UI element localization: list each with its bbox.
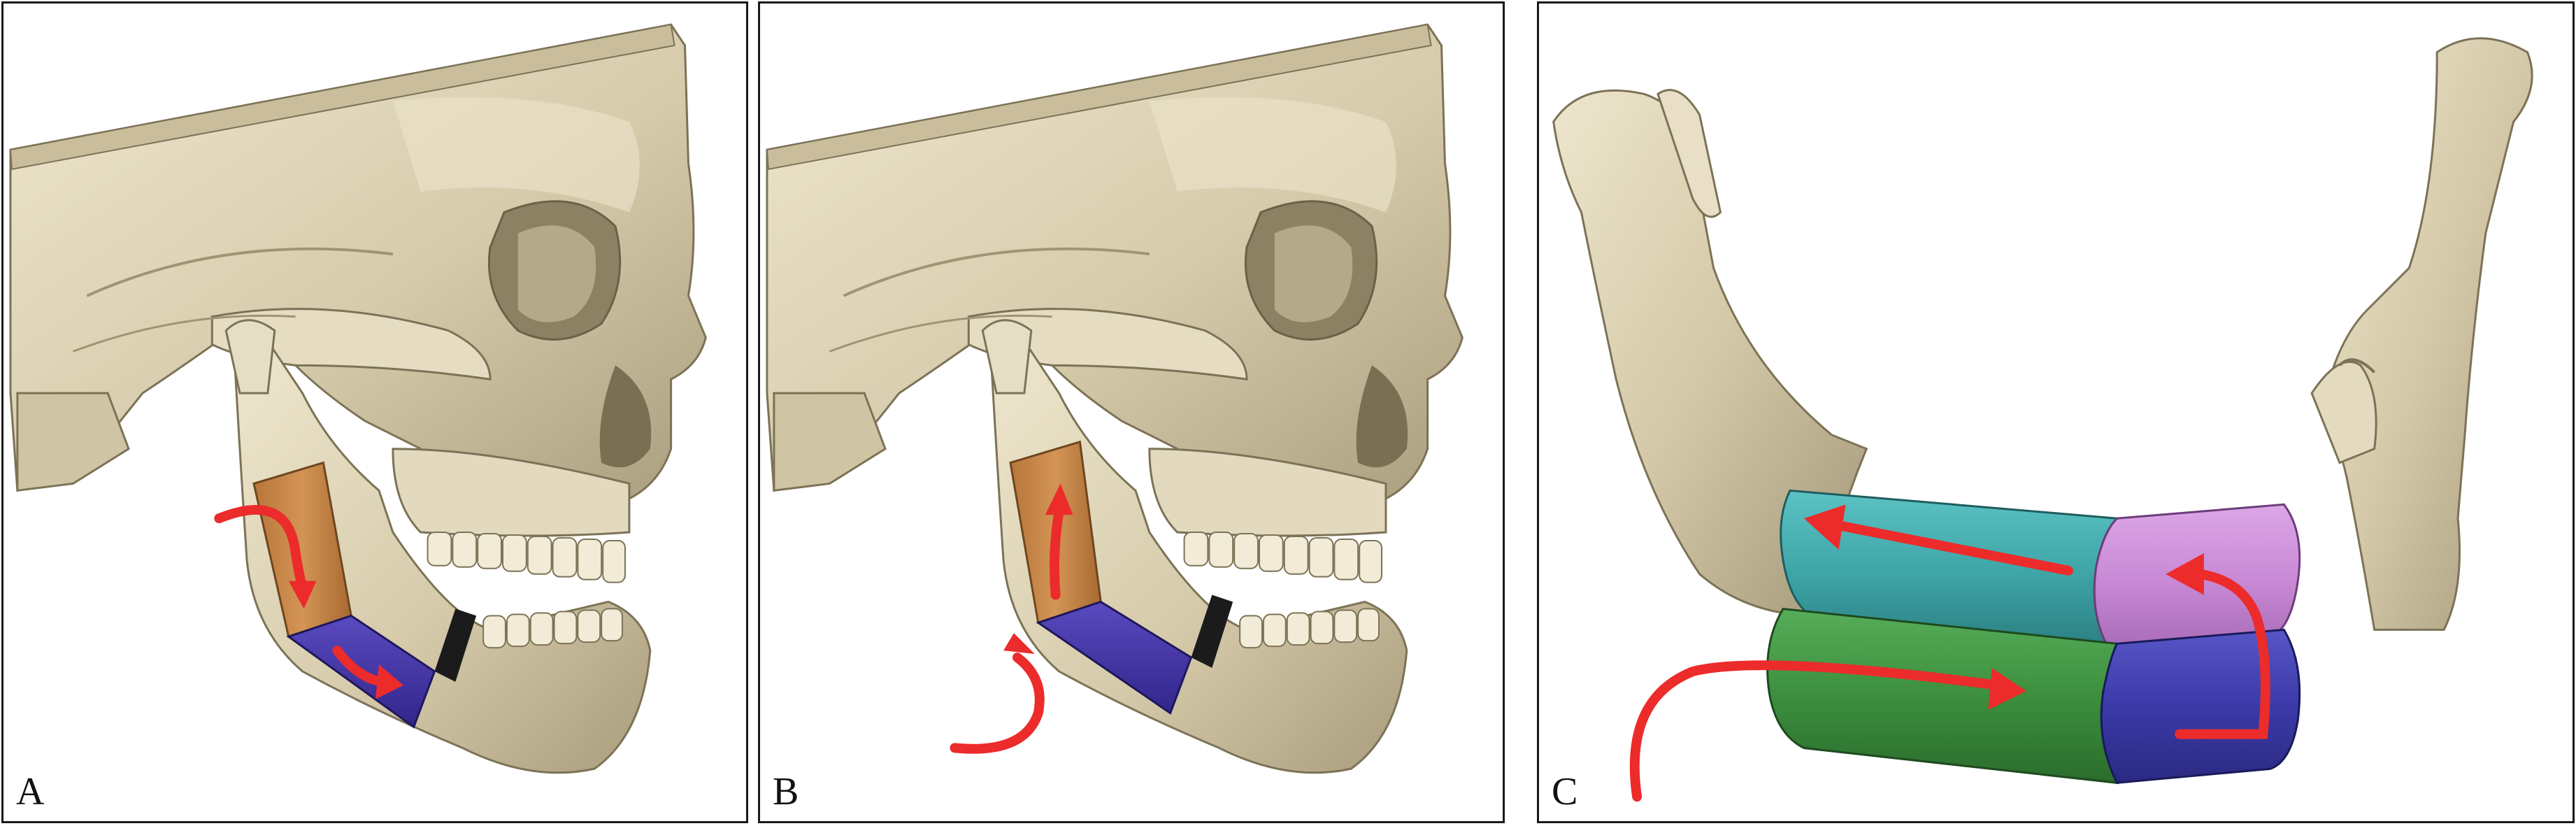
navy-segment (2100, 628, 2301, 784)
curved-red-arrow (1629, 520, 2270, 802)
condyle (981, 319, 1033, 394)
panel-label-c: C (1552, 770, 1578, 813)
panel-b: B (758, 1, 1505, 823)
right-coronoid (2310, 361, 2377, 464)
cranium-cut-rim (766, 23, 1432, 171)
right-ramus (2324, 37, 2533, 631)
upper-teeth (1183, 532, 1382, 583)
left-coronoid (1656, 89, 1722, 218)
nasal-aperture (599, 365, 652, 468)
upper-teeth (427, 532, 626, 583)
distractor-device (434, 608, 477, 682)
panel-c: C (1537, 1, 2575, 823)
lower-teeth (482, 608, 623, 649)
panel-a: A (1, 1, 748, 823)
lower-teeth (1239, 608, 1380, 649)
mandible (988, 329, 1408, 774)
curved-red-arrow (950, 506, 1064, 754)
panel-label-b: B (773, 770, 799, 813)
skull-lateral-view-a (9, 23, 707, 774)
nasal-aperture (1356, 365, 1408, 468)
mandible-posterior-view-c (1552, 37, 2533, 802)
condyle (224, 319, 276, 394)
panel-label-a: A (16, 770, 45, 813)
maxilla (1148, 448, 1387, 537)
distractor-device (1191, 594, 1233, 668)
cranium-cut-rim (9, 23, 675, 171)
maxilla (392, 448, 631, 537)
skull-lateral-view-b (766, 23, 1464, 774)
